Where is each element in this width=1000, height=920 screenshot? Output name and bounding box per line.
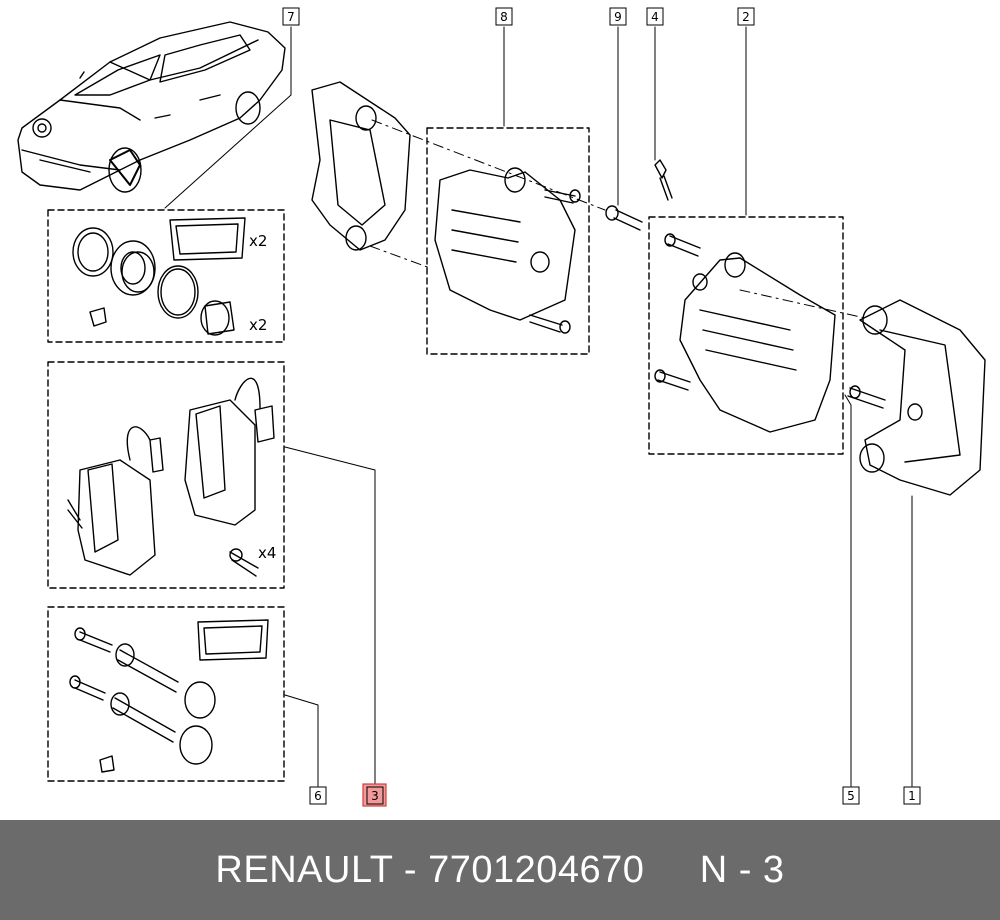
- part-footer-bar: RENAULT - 7701204670 N - 3: [0, 820, 1000, 920]
- guide-pins: [69, 619, 269, 773]
- callout-7[interactable]: 7: [282, 7, 300, 26]
- caliper-box-8: [426, 127, 590, 355]
- callout-1-label: 1: [908, 789, 916, 803]
- caliper-box-2: [648, 216, 844, 455]
- pad-bolts-qty: x4: [258, 544, 276, 562]
- assembly-line-upper: [371, 119, 606, 211]
- callout-4[interactable]: 4: [646, 7, 664, 26]
- caliper-bracket-left: [311, 81, 411, 251]
- callout-9[interactable]: 9: [609, 7, 627, 26]
- callout-8-label: 8: [500, 10, 508, 24]
- footer-separator: -: [392, 848, 429, 891]
- guide-pin-kit-box: [47, 606, 285, 782]
- callout-7-label: 7: [287, 10, 295, 24]
- leader-5: [844, 394, 852, 787]
- callout-6[interactable]: 6: [309, 786, 327, 805]
- callout-3-label: 3: [371, 789, 379, 803]
- pad-kit-box: [47, 361, 285, 589]
- callout-2-label: 2: [742, 10, 750, 24]
- seal-kit-parts: [72, 217, 246, 336]
- car-illustration: [17, 21, 286, 193]
- caliper-8: [434, 167, 581, 334]
- part-number: 7701204670: [428, 848, 645, 891]
- callout-4-label: 4: [651, 10, 659, 24]
- leader-7: [164, 26, 292, 209]
- callout-8[interactable]: 8: [495, 7, 513, 26]
- part-footer-text: RENAULT - 7701204670 N - 3: [215, 849, 784, 892]
- caliper-2: [654, 233, 886, 433]
- leader-lines: [164, 26, 913, 787]
- brake-pads: [67, 377, 275, 577]
- callout-2[interactable]: 2: [737, 7, 755, 26]
- seal-kit-qty: x2: [249, 232, 267, 250]
- leader-3: [284, 446, 376, 785]
- bleed-screw-4: [654, 159, 673, 201]
- bolt-9: [605, 205, 643, 231]
- callout-9-label: 9: [614, 10, 622, 24]
- assembly-line-lower: [369, 245, 431, 269]
- seal-kit-box: [47, 209, 285, 343]
- leader-6: [284, 694, 319, 787]
- brake-exploded-diagram: x2 x2 x4 7 8 9 4 2 6 3 5 1: [17, 7, 986, 807]
- brand-name: RENAULT: [215, 848, 393, 891]
- footer-gap: [644, 849, 699, 891]
- assembly-line-right: [739, 289, 866, 319]
- callout-5-label: 5: [847, 789, 855, 803]
- callout-1[interactable]: 1: [903, 786, 921, 805]
- callout-3-highlighted[interactable]: 3: [362, 783, 387, 807]
- diagram-ref: N - 3: [699, 848, 785, 891]
- callout-6-label: 6: [314, 789, 322, 803]
- carrier-bracket-1: [859, 299, 986, 496]
- callout-5[interactable]: 5: [842, 786, 860, 805]
- boot-kit-qty: x2: [249, 316, 267, 334]
